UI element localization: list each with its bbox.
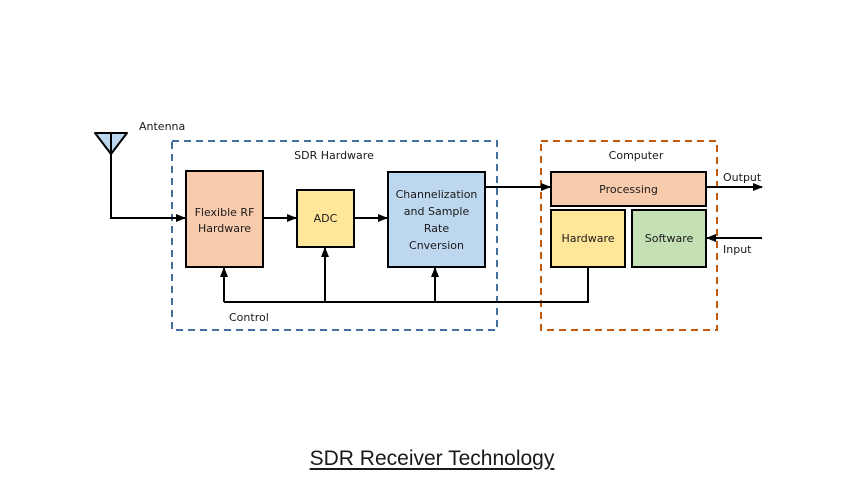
control-label: Control xyxy=(229,311,269,324)
flexible-rf-hardware-block: Flexible RF Hardware xyxy=(185,170,264,268)
sdr-hardware-group xyxy=(171,140,498,331)
svg-text:Cnversion: Cnversion xyxy=(409,239,464,252)
svg-text:ADC: ADC xyxy=(314,212,338,225)
sdr-hardware-label: SDR Hardware xyxy=(294,149,374,162)
svg-text:Flexible RF: Flexible RF xyxy=(195,206,255,219)
processing-block: Processing xyxy=(550,171,707,207)
computer-label: Computer xyxy=(609,149,664,162)
svg-text:Channelization: Channelization xyxy=(396,188,478,201)
hardware-block: Hardware xyxy=(550,209,626,268)
computer-group xyxy=(540,140,718,331)
diagram-caption: SDR Receiver Technology xyxy=(309,447,555,470)
svg-text:Processing: Processing xyxy=(599,183,658,196)
channelization-block: Channelization and Sample Rate Cnversion xyxy=(387,171,486,268)
input-label: Input xyxy=(723,243,752,256)
adc-block: ADC xyxy=(296,189,355,248)
output-label: Output xyxy=(723,171,762,184)
antenna-label: Antenna xyxy=(139,120,185,133)
svg-text:Software: Software xyxy=(645,232,694,245)
antenna-icon xyxy=(94,132,128,218)
svg-text:and Sample: and Sample xyxy=(404,205,470,218)
control-bus xyxy=(220,247,589,303)
software-block: Software xyxy=(631,209,707,268)
svg-text:Hardware: Hardware xyxy=(561,232,614,245)
svg-text:Hardware: Hardware xyxy=(198,222,251,235)
svg-text:Rate: Rate xyxy=(424,222,449,235)
